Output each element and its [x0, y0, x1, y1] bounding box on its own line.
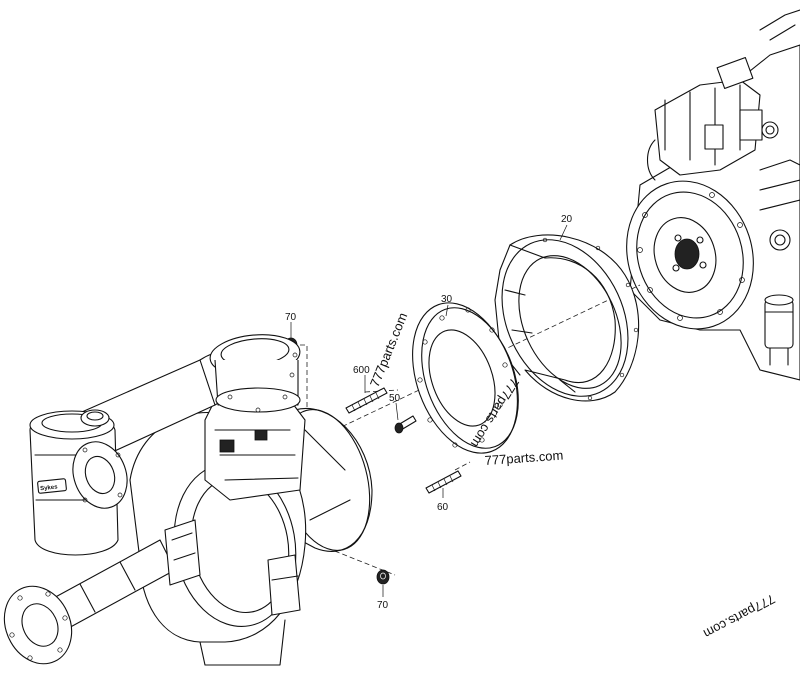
stud-part-60	[425, 470, 462, 494]
bolt-part-50	[394, 415, 417, 434]
callout-70-bottom: 70	[377, 600, 389, 611]
pump-assembly: Sykes	[3, 334, 373, 666]
stud-part-600	[345, 387, 388, 414]
callout-60: 60	[437, 502, 449, 513]
callout-600: 600	[353, 365, 370, 376]
callout-20: 20	[561, 214, 573, 225]
watermark-4: 777parts.com	[701, 591, 778, 641]
callout-50: 50	[389, 393, 401, 404]
watermark-3: 777parts.com	[484, 448, 564, 468]
callout-70-top: 70	[285, 312, 297, 323]
nut-part-70-bottom	[376, 569, 390, 585]
callout-labels: 20 30 70 600 50 60 70	[285, 214, 573, 611]
watermark-1: 777parts.com	[367, 310, 410, 389]
pump-nameplate-text: Sykes	[40, 484, 59, 492]
engine-assembly	[626, 9, 800, 381]
callout-30: 30	[441, 294, 453, 305]
coupling-plate-part-30	[412, 302, 519, 454]
leader-lines	[290, 224, 568, 597]
